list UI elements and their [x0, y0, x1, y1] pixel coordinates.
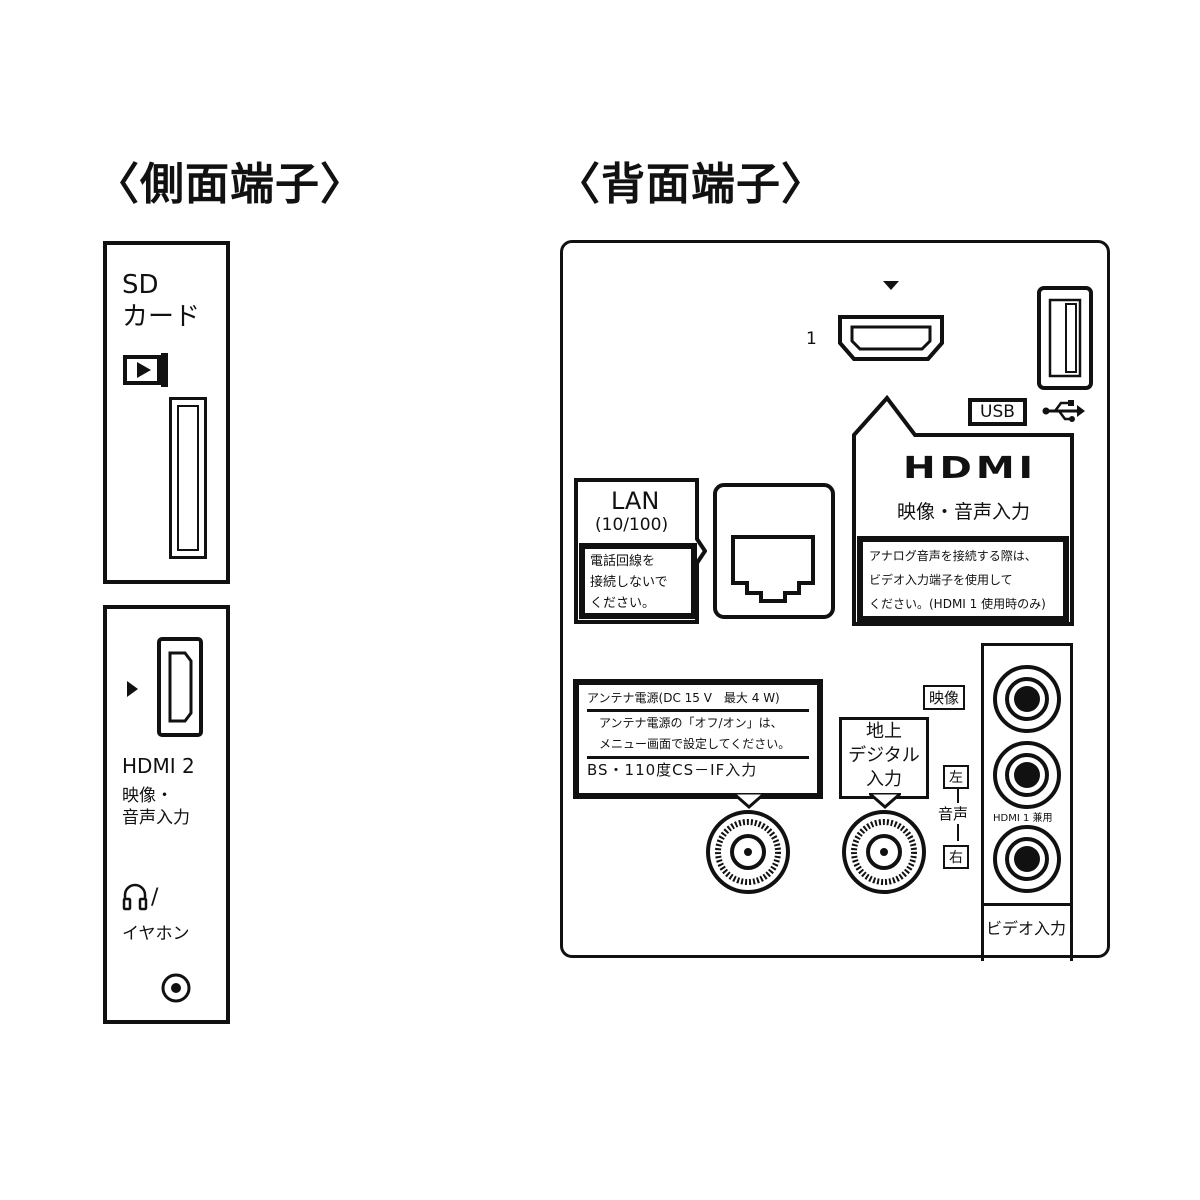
sd-card-label: カード [122, 302, 201, 332]
earphone-slash: / [151, 885, 159, 910]
antenna-note-line-1: アンテナ電源の「オフ/オン」は、 [599, 716, 783, 730]
lan-note-line-2: 接続しないで [590, 575, 668, 590]
terrestrial-label-1: 地上 [866, 721, 902, 742]
earphone-jack[interactable] [159, 971, 193, 1005]
sd-label: SD [122, 270, 159, 300]
lan-port[interactable] [713, 483, 835, 619]
bs-pointer-icon [733, 793, 765, 809]
hdmi1-number: 1 [806, 329, 817, 349]
hdmi1-port[interactable] [836, 313, 946, 363]
video-jack[interactable] [991, 663, 1063, 735]
terrestrial-antenna-connector[interactable] [841, 809, 927, 895]
hdmi-note-line-2: ビデオ入力端子を使用して [869, 573, 1013, 587]
rear-heading: 〈背面端子〉 [556, 159, 826, 210]
video-tag: 映像 [923, 685, 966, 710]
side-heading: 〈側面端子〉 [95, 159, 365, 210]
audio-right-tag: 右 [943, 845, 969, 869]
hdmi1-marker-icon [883, 281, 899, 291]
terrestrial-pointer-icon [869, 793, 901, 809]
headphone-icon [121, 883, 149, 913]
lan-label: LAN [611, 487, 660, 515]
usb-label: USB [968, 398, 1027, 426]
antenna-note-line-2: メニュー画面で設定してください。 [599, 737, 791, 751]
hdmi-note-line-3: ください。(HDMI 1 使用時のみ) [869, 597, 1046, 611]
hdmi-sub-label: 映像・音声入力 [897, 501, 1031, 523]
terrestrial-label-3: 入力 [866, 769, 902, 790]
audio-label: 音声 [938, 803, 969, 824]
hdmi-logo: HDMI [903, 451, 1037, 486]
earphone-label: イヤホン [122, 924, 190, 944]
sd-card-panel: SD カード [103, 241, 230, 584]
sd-card-slot[interactable] [169, 397, 207, 559]
sd-card-icon [123, 351, 173, 389]
hdmi2-port[interactable] [157, 637, 203, 737]
hdmi1-shared-label: HDMI 1 兼用 [993, 813, 1053, 824]
bs-label: BS・110度CS－IF入力 [587, 756, 809, 781]
bs-cs-antenna-connector[interactable] [705, 809, 791, 895]
hdmi2-panel: HDMI 2 映像・ 音声入力 / イヤホン [103, 605, 230, 1024]
lan-note-box: 電話回線を 接続しないで ください。 [579, 543, 697, 619]
video-input-label: ビデオ入力 [986, 919, 1067, 938]
terrestrial-label-2: デジタル [848, 745, 920, 766]
hdmi2-label: HDMI 2 [122, 754, 195, 778]
lan-note-line-1: 電話回線を [590, 554, 656, 569]
audio-left-tag: 左 [943, 765, 969, 789]
lan-speed: (10/100) [595, 515, 669, 535]
hdmi2-marker-icon [127, 681, 139, 697]
audio-right-jack[interactable] [991, 823, 1063, 895]
terrestrial-label-box: 地上 デジタル 入力 [839, 717, 929, 799]
lan-note-line-3: ください。 [590, 596, 656, 611]
audio-left-jack[interactable] [991, 739, 1063, 811]
rear-panel: 1 USB HDMI 映像・音声入力 アナログ音 [560, 240, 1110, 961]
antenna-note-box: アンテナ電源(DC 15 V 最大 4 W) アンテナ電源の「オフ/オン」は、 … [573, 679, 823, 799]
antenna-power-label: アンテナ電源(DC 15 V 最大 4 W) [587, 689, 809, 712]
hdmi-note-box: アナログ音声を接続する際は、 ビデオ入力端子を使用して ください。(HDMI 1… [857, 536, 1069, 622]
video-input-column [981, 643, 1073, 961]
hdmi2-sub-label-2: 音声入力 [122, 808, 190, 828]
hdmi-note-line-1: アナログ音声を接続する際は、 [869, 549, 1037, 563]
video-input-divider [981, 903, 1073, 906]
usb-port[interactable] [1037, 286, 1093, 390]
usb-icon [1041, 399, 1085, 423]
hdmi2-sub-label-1: 映像・ [122, 786, 173, 806]
